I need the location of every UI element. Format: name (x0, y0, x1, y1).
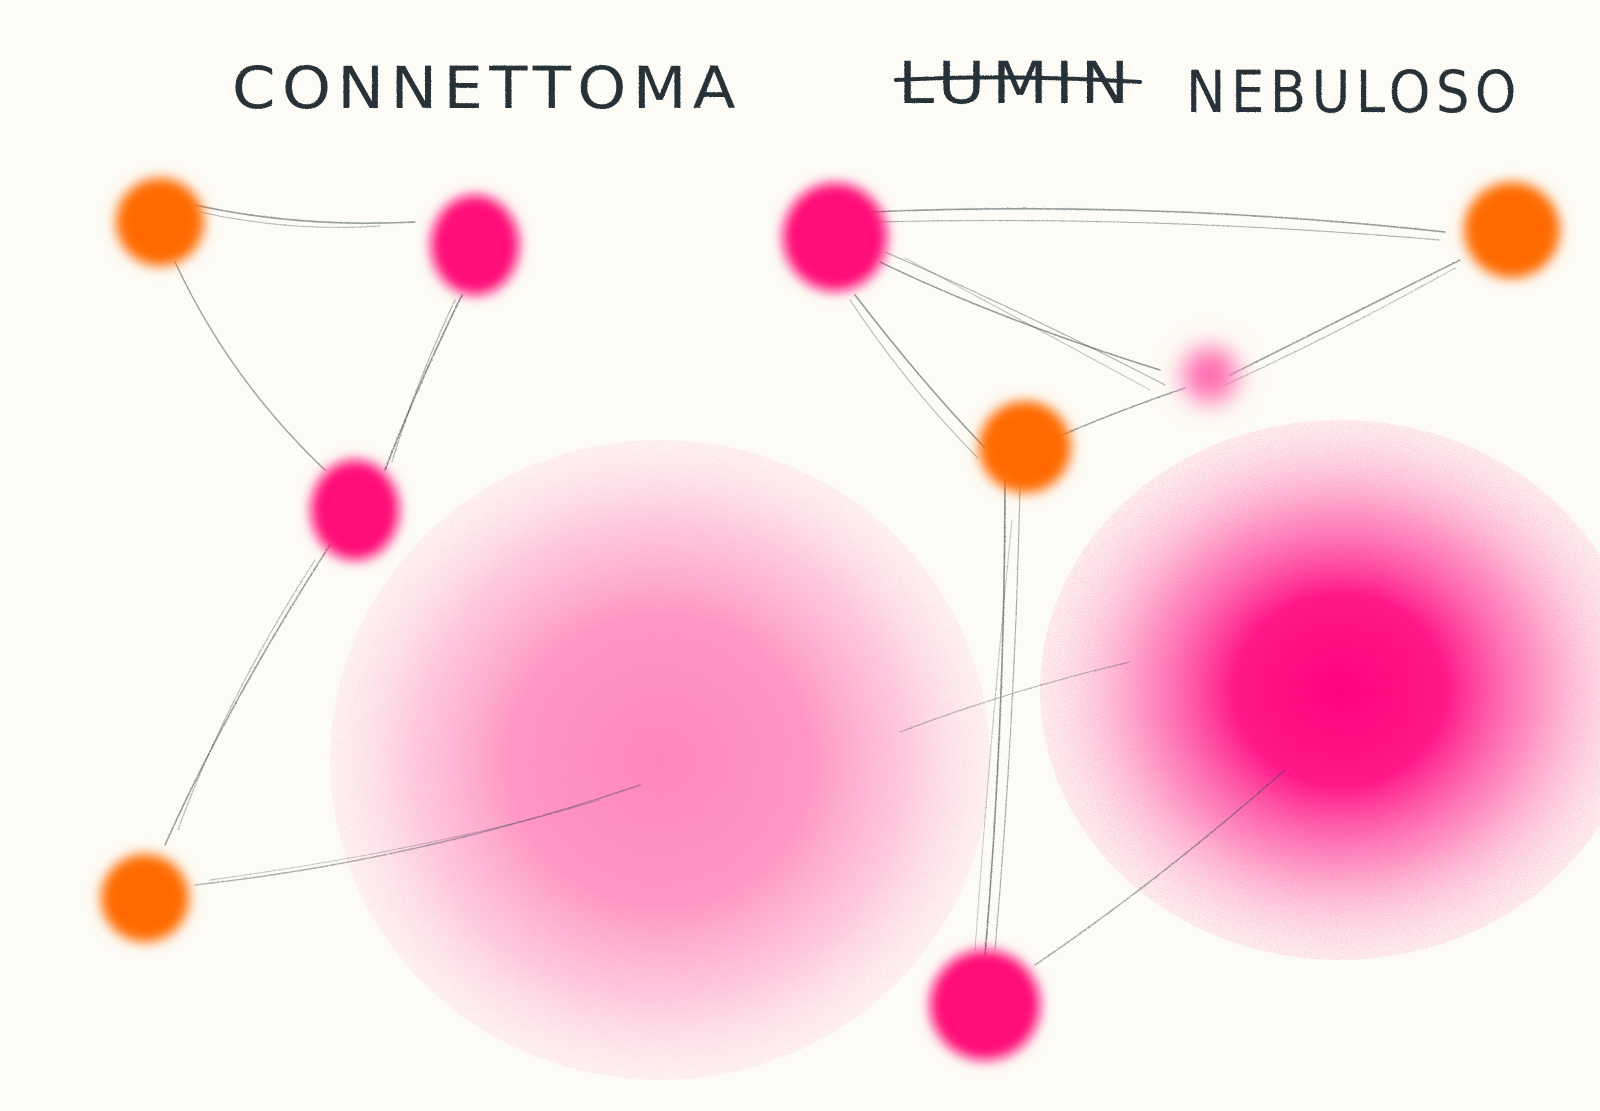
node-small-pink (1170, 335, 1250, 415)
strike-through-line (894, 75, 1142, 84)
edge-pink3-orange4 (854, 294, 986, 449)
edge-pink2-orange2-b (177, 559, 316, 831)
title: CONNETTOMA LUMIN NEBULOSO (232, 49, 1522, 126)
node-orange-bottom-left (101, 854, 189, 942)
node-orange-top-left (116, 178, 204, 266)
node-magenta-bottom (930, 950, 1040, 1060)
hot-pink-nebula (1040, 420, 1600, 960)
edge-pink4-hotcloud (1034, 769, 1286, 966)
node-magenta-middle (311, 460, 399, 560)
title-struck: LUMIN (898, 49, 1136, 117)
node-orange-far-right (1464, 182, 1560, 278)
edge-orange1-pink2 (174, 261, 326, 471)
edge-pink1-pink2 (384, 294, 463, 471)
edge-pink3-smallpink (879, 261, 1161, 371)
edge-orange1-pink1-b (199, 211, 381, 228)
edge-smallpink-orange3-b (1224, 267, 1456, 386)
edge-orange1-pink1 (194, 204, 416, 225)
edge-cross-nebulae (899, 661, 1131, 733)
title-left: CONNETTOMA (232, 54, 742, 122)
edge-smallpink-orange3 (1229, 259, 1461, 376)
light-pink-nebula (330, 440, 990, 1080)
edge-orange4-pink4-b (994, 484, 1021, 951)
nodes (101, 178, 1560, 1060)
edge-pink1-pink2-b (391, 299, 456, 463)
nebula-clouds (330, 420, 1600, 1080)
edge-pink3-orange4-b (849, 299, 979, 459)
edge-pink3-orange3 (869, 207, 1446, 233)
edge-pink3-smallpink-b (884, 251, 1166, 386)
struck-word: LUMIN (894, 49, 1142, 117)
edge-orange4-smallpink (1054, 387, 1186, 439)
edge-orange2-cloud-b (209, 799, 601, 881)
edge-orange4-pink4 (984, 479, 1006, 956)
node-magenta-top-right (783, 183, 887, 291)
edge-orange4-pink4-c (974, 519, 1013, 951)
edge-pink2-orange2 (164, 544, 331, 846)
node-magenta-top (431, 195, 519, 295)
edge-orange2-cloud (194, 784, 641, 886)
node-orange-center (979, 401, 1071, 493)
edge-pink3-smallpink-c (904, 257, 1151, 391)
title-right: NEBULOSO (1186, 58, 1522, 126)
connection-lines (164, 204, 1461, 966)
edge-pink3-orange3-b (874, 219, 1441, 241)
